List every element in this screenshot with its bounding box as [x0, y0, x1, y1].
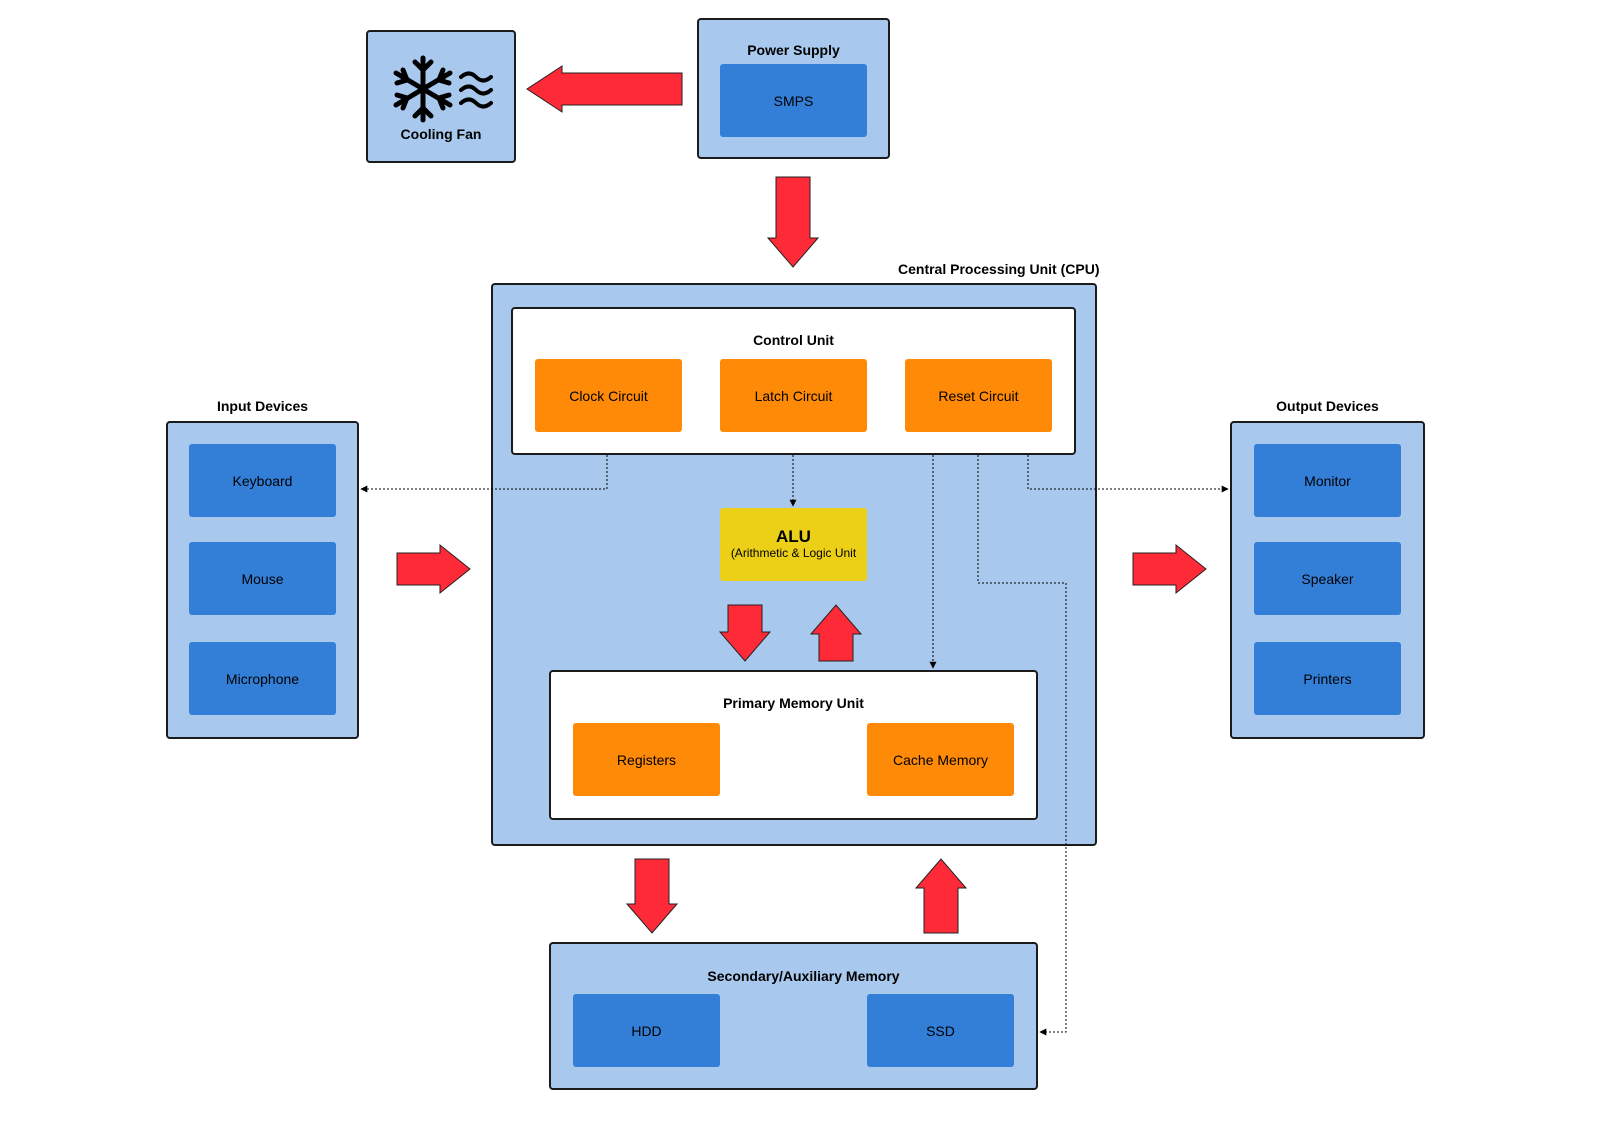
secondary-memory-title: Secondary/Auxiliary Memory [707, 968, 900, 984]
smps-node: SMPS [720, 64, 867, 137]
control-unit-title: Control Unit [753, 332, 834, 348]
cpu-title: Central Processing Unit (CPU) [898, 261, 1100, 277]
input-devices-box: Keyboard Mouse Microphone [166, 421, 359, 739]
arrow-secondary-to-cpu [914, 858, 968, 934]
registers-node: Registers [573, 723, 720, 796]
reset-circuit-node: Reset Circuit [905, 359, 1052, 432]
mouse-node: Mouse [189, 542, 336, 615]
clock-circuit-node: Clock Circuit [535, 359, 682, 432]
primary-memory-panel: Primary Memory Unit Registers Cache Memo… [549, 670, 1038, 820]
keyboard-node: Keyboard [189, 444, 336, 517]
output-devices-title: Output Devices [1276, 398, 1379, 414]
alu-subtitle: (Arithmetic & Logic Unit [730, 546, 857, 560]
cache-memory-node: Cache Memory [867, 723, 1014, 796]
alu-node: ALU (Arithmetic & Logic Unit [720, 508, 867, 581]
microphone-node: Microphone [189, 642, 336, 715]
secondary-memory-box: Secondary/Auxiliary Memory HDD SSD [549, 942, 1038, 1090]
dashed-control-to-output [1027, 455, 1229, 493]
monitor-node: Monitor [1254, 444, 1401, 517]
hdd-node: HDD [573, 994, 720, 1067]
cooling-fan-box: Cooling Fan [366, 30, 516, 163]
arrow-cpu-to-output [1132, 543, 1207, 595]
airflow-icon [459, 71, 493, 109]
snowflake-icon [393, 55, 453, 123]
arrow-power-to-cpu [766, 176, 820, 268]
arrow-alu-to-memory [718, 604, 772, 662]
dashed-reset-to-ssd [977, 455, 1067, 1036]
arrow-power-to-fan [526, 65, 683, 113]
latch-circuit-node: Latch Circuit [720, 359, 867, 432]
arrow-input-to-cpu [396, 543, 471, 595]
cooling-fan-label: Cooling Fan [400, 126, 482, 142]
power-supply-box: Power Supply SMPS [697, 18, 890, 159]
speaker-node: Speaker [1254, 542, 1401, 615]
input-devices-title: Input Devices [216, 398, 309, 414]
dashed-clock-to-input [360, 455, 608, 493]
control-unit-panel: Control Unit Clock Circuit Latch Circuit… [511, 307, 1076, 455]
arrow-memory-to-alu [809, 604, 863, 662]
alu-title: ALU [776, 527, 811, 546]
power-supply-title: Power Supply [747, 42, 840, 58]
output-devices-box: Monitor Speaker Printers [1230, 421, 1425, 739]
primary-memory-title: Primary Memory Unit [723, 695, 864, 711]
arrow-cpu-to-secondary [625, 858, 679, 934]
printers-node: Printers [1254, 642, 1401, 715]
ssd-node: SSD [867, 994, 1014, 1067]
